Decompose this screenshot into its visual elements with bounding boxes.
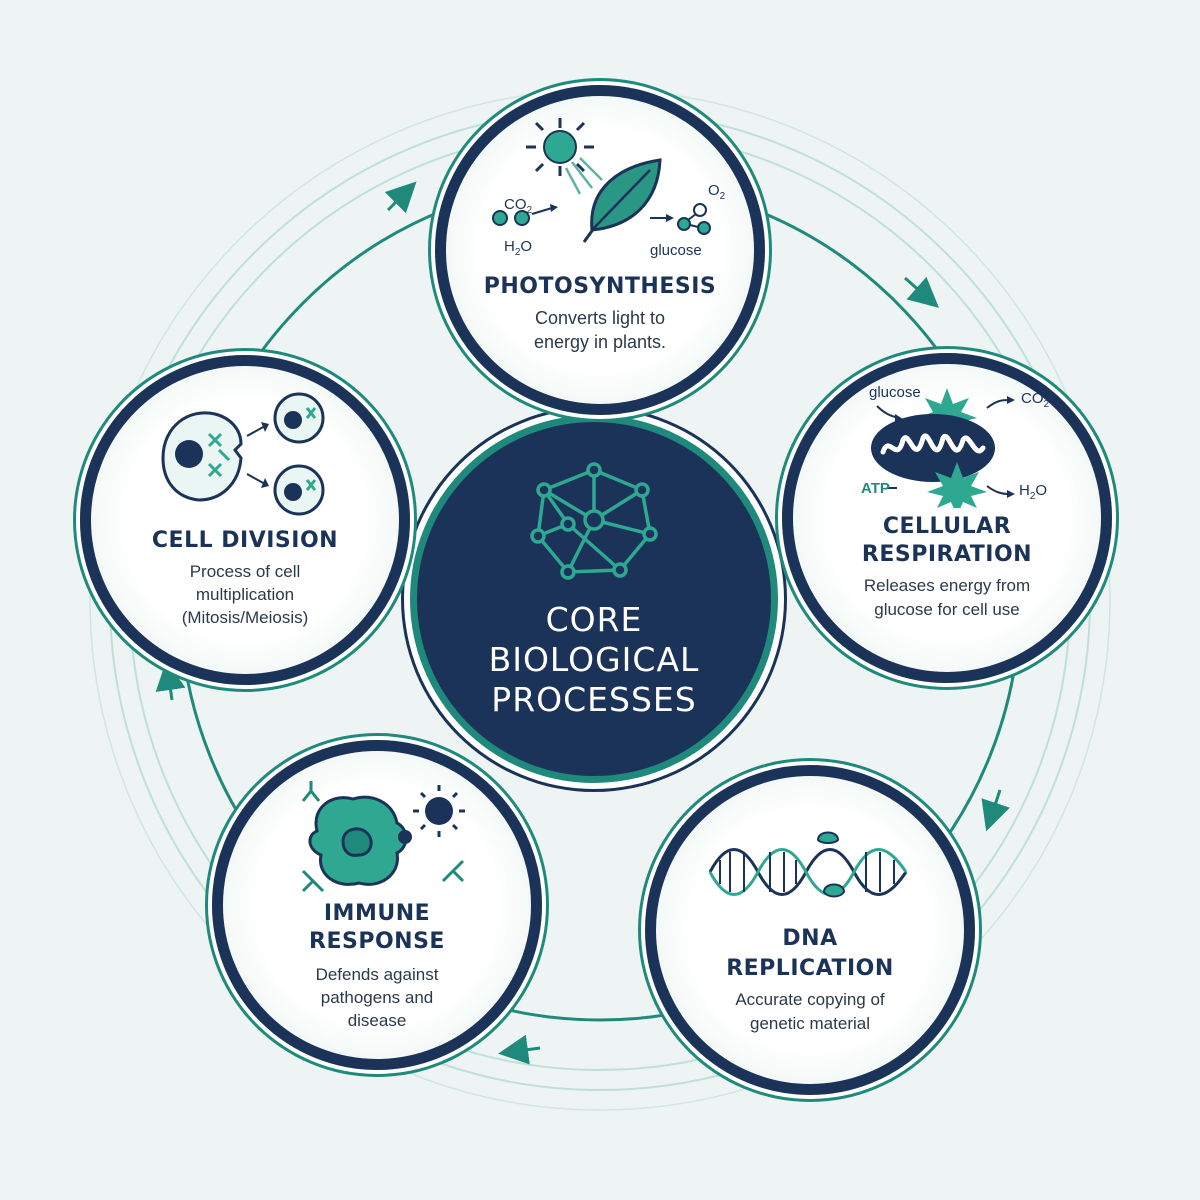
core-title-line-1: CORE [545, 600, 643, 639]
photosynthesis-description-line-1: Converts light to [534, 308, 666, 328]
arrow-to-dna [981, 789, 1010, 832]
immune-response-description-line-1: Defends against [315, 965, 439, 984]
arrow-to-cell-division [155, 660, 186, 701]
cellular-respiration-node: glucose CO2 ATP H2O CELLULAR RESPIRATION… [782, 353, 1112, 683]
molecular-network-icon [530, 462, 658, 580]
immune-response-node: IMMUNE RESPONSE Defends against pathogen… [212, 740, 542, 1070]
dna-replication-node: DNA REPLICATION Accurate copying of gene… [645, 765, 975, 1095]
immune-response-title-line-1: IMMUNE [323, 901, 431, 926]
core-title-line-3: PROCESSES [491, 680, 697, 719]
atp-label: ATP [861, 480, 890, 497]
h2o-label: H2O [504, 238, 533, 258]
immune-response-title-line-2: RESPONSE [309, 929, 445, 954]
photosynthesis-title: PHOTOSYNTHESIS [483, 274, 717, 299]
core-title-line-2: BIOLOGICAL [488, 640, 700, 679]
co2-label: CO2 [504, 196, 533, 216]
immune-cell-icon [301, 781, 465, 893]
cell-division-description-line-3: (Mitosis/Meiosis) [181, 608, 309, 627]
dna-replication-title-line-2: REPLICATION [726, 956, 894, 981]
co2-output-label: CO2 [1021, 390, 1050, 410]
cellular-respiration-title-line-2: RESPIRATION [861, 542, 1033, 567]
immune-response-description-line-2: pathogens and [320, 988, 434, 1007]
o2-label: O2 [708, 182, 726, 202]
dna-replication-title-line-1: DNA [782, 926, 838, 951]
dna-helix-icon [708, 831, 908, 898]
glucose-label: glucose [650, 242, 702, 259]
photosynthesis-node: CO2 H2O O2 glucose PHOTOSYNTHESIS Conver… [435, 85, 765, 415]
photosynthesis-description-line-2: energy in plants. [533, 332, 667, 352]
arrow-to-immune [498, 1034, 541, 1065]
sun-leaf-icon [492, 118, 711, 243]
arrow-to-photosynthesis [384, 181, 417, 214]
cellular-respiration-description-line-2: glucose for cell use [874, 600, 1020, 619]
arrow-to-respiration [904, 276, 940, 308]
glucose-input-label: glucose [869, 384, 921, 401]
immune-response-description-line-3: disease [347, 1011, 407, 1030]
h2o-output-label: H2O [1019, 482, 1048, 502]
cell-division-description-line-1: Process of cell [189, 562, 301, 581]
cellular-respiration-title-line-1: CELLULAR [882, 514, 1012, 539]
dividing-cell-icon [161, 392, 325, 516]
dna-replication-description-line-1: Accurate copying of [735, 990, 885, 1009]
core-circle: CORE BIOLOGICAL PROCESSES [410, 415, 778, 783]
cellular-respiration-description-line-1: Releases energy from [863, 576, 1031, 595]
cell-division-title: CELL DIVISION [151, 528, 339, 553]
dna-replication-description-line-2: genetic material [749, 1014, 870, 1033]
cell-division-node: CELL DIVISION Process of cell multiplica… [80, 355, 410, 685]
mitochondrion-icon [871, 388, 1015, 508]
cell-division-description-line-2: multiplication [195, 585, 295, 604]
